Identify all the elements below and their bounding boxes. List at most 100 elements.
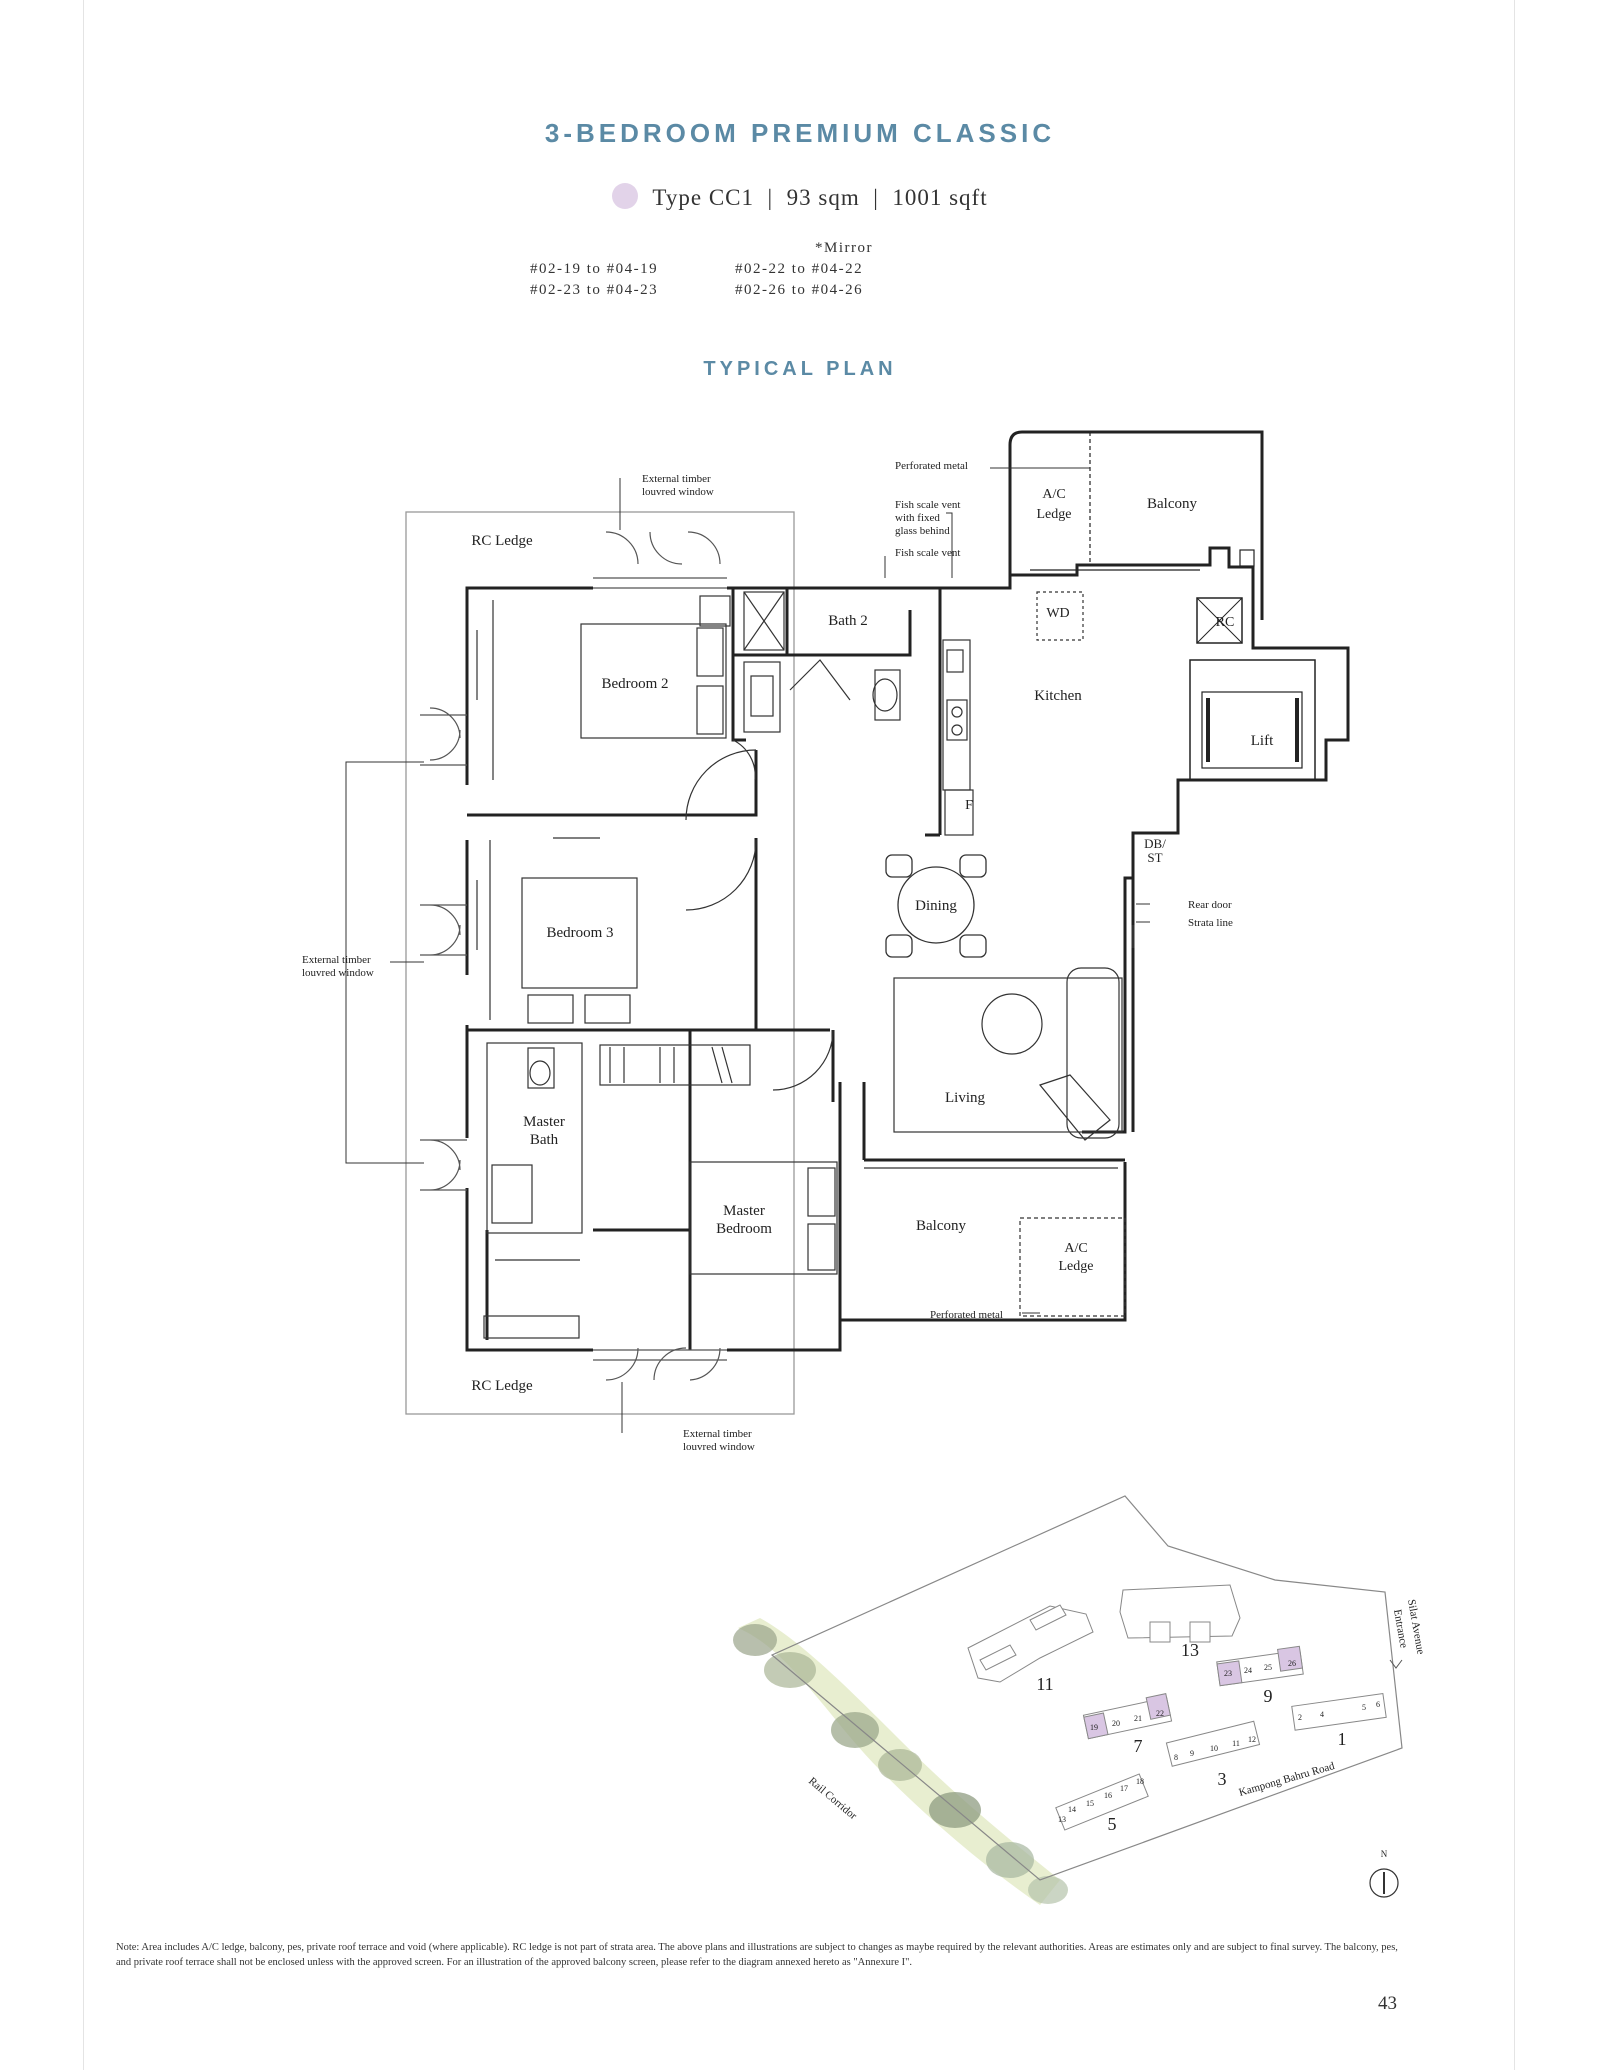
unit-range: #02-19 to #04-19 <box>530 261 659 277</box>
site-boundary <box>770 1495 1403 1881</box>
callout-text: louvred window <box>302 967 374 979</box>
unit-number: 19 <box>1090 1723 1098 1732</box>
callout-text: Perforated metal <box>930 1309 1003 1321</box>
room-labels: Bedroom 2 Bath 2 WD Kitchen Lift RC F DB… <box>471 487 1274 1394</box>
room-label: Kitchen <box>1034 688 1082 704</box>
room-label: Bedroom 3 <box>546 925 613 941</box>
road-label: Entrance <box>1391 1608 1410 1649</box>
lift-core <box>1189 597 1316 781</box>
area-sqft: 1001 sqft <box>892 185 988 210</box>
bedroom2-furniture <box>476 595 731 780</box>
callout-text: louvred window <box>683 1441 755 1453</box>
unit-number: 17 <box>1120 1784 1128 1793</box>
bottom-balcony <box>864 1167 1126 1317</box>
block-number: 7 <box>1134 1736 1143 1756</box>
block-3-footprint <box>1165 1720 1261 1767</box>
mirror-label: *Mirror <box>815 240 873 256</box>
kitchen-fixtures <box>942 591 1084 836</box>
dining-set <box>885 854 987 958</box>
unit-number: 15 <box>1086 1799 1094 1808</box>
page-number: 43 <box>1378 1993 1397 2014</box>
callout-text: Fish scale vent <box>895 547 960 559</box>
top-balcony <box>1008 430 1264 620</box>
bath2-fixtures <box>743 591 901 733</box>
rc-ledge-outline <box>405 511 795 1415</box>
plan-subtitle: TYPICAL PLAN <box>703 358 897 380</box>
room-label: RC Ledge <box>471 533 533 549</box>
unit-number: 20 <box>1112 1719 1120 1728</box>
unit-number: 22 <box>1156 1709 1164 1718</box>
unit-numbers: 23 24 25 26 19 20 21 22 2 4 5 6 8 9 10 1… <box>1058 1659 1380 1824</box>
master-bath-fixtures <box>483 1042 583 1339</box>
unit-number: 25 <box>1264 1663 1272 1672</box>
unit-number: 5 <box>1362 1703 1366 1712</box>
callout-text: Strata line <box>1188 917 1233 929</box>
unit-number: 26 <box>1288 1659 1296 1668</box>
area-sqm: 93 sqm <box>786 185 860 210</box>
road-label: Kampong Bahru Road <box>1238 1760 1337 1799</box>
room-label: Living <box>945 1090 985 1106</box>
callout-text: Fish scale vent <box>895 499 960 511</box>
block-9-footprint <box>1216 1645 1304 1687</box>
block-number: 11 <box>1036 1674 1053 1694</box>
unit-number: 8 <box>1174 1753 1178 1762</box>
room-label: F <box>965 798 973 813</box>
leader-lines <box>345 467 1150 1433</box>
room-label: Dining <box>915 898 957 914</box>
windows <box>420 531 727 1381</box>
callout-text: Perforated metal <box>895 460 968 472</box>
unit-number: 16 <box>1104 1791 1112 1800</box>
page-title: 3-BEDROOM PREMIUM CLASSIC <box>544 118 1056 148</box>
room-label: Ledge <box>1037 507 1072 522</box>
room-label: Balcony <box>916 1218 966 1234</box>
living-furniture <box>893 967 1123 1141</box>
callout-text: External timber <box>683 1428 752 1440</box>
callout-text: louvred window <box>642 486 714 498</box>
block-11-footprint <box>967 1604 1094 1683</box>
unit-type-line: Type CC1 | 93 sqm | 1001 sqft <box>0 183 1600 211</box>
footnote: Note: Area includes A/C ledge, balcony, … <box>116 1942 1398 1968</box>
walls <box>465 546 1350 1352</box>
room-label: Balcony <box>1147 496 1197 512</box>
room-label: DB/ <box>1144 836 1166 851</box>
north-label: N <box>1381 1849 1388 1859</box>
unit-range: #02-22 to #04-22 <box>735 261 864 277</box>
room-label: A/C <box>1042 487 1065 502</box>
block-number: 3 <box>1218 1769 1227 1789</box>
unit-range: #02-26 to #04-26 <box>735 282 864 298</box>
callouts: External timber louvred window External … <box>302 460 1233 1453</box>
room-label: Ledge <box>1059 1259 1094 1274</box>
room-label: ST <box>1147 850 1162 865</box>
callout-text: External timber <box>642 473 711 485</box>
type-color-swatch <box>612 183 639 209</box>
block-numbers: 11 13 9 7 3 1 5 <box>1036 1640 1346 1834</box>
page-sheet <box>84 0 1514 2070</box>
unit-number: 10 <box>1210 1744 1218 1753</box>
unit-number: 11 <box>1232 1739 1240 1748</box>
room-label: Bedroom <box>716 1221 772 1237</box>
block-13-footprint <box>1119 1584 1241 1643</box>
room-label: Bath <box>530 1132 559 1148</box>
block-1-footprint <box>1291 1693 1387 1731</box>
unit-number: 13 <box>1058 1815 1066 1824</box>
room-label: WD <box>1046 606 1069 621</box>
block-number: 13 <box>1181 1640 1199 1660</box>
unit-range: #02-23 to #04-23 <box>530 282 659 298</box>
block-number: 9 <box>1264 1686 1273 1706</box>
room-label: RC <box>1216 615 1235 630</box>
room-label: A/C <box>1064 1241 1087 1256</box>
unit-number: 9 <box>1190 1749 1194 1758</box>
room-label: RC Ledge <box>471 1378 533 1394</box>
bedroom3-furniture <box>476 837 638 1024</box>
unit-number: 4 <box>1320 1710 1324 1719</box>
master-bedroom-furniture <box>599 1044 838 1275</box>
room-label: Bedroom 2 <box>601 676 668 692</box>
block-5-footprint <box>1055 1773 1149 1831</box>
north-arrow-icon: N <box>1369 1849 1399 1898</box>
room-label: Master <box>723 1203 765 1219</box>
callout-text: External timber <box>302 954 371 966</box>
unit-list: #02-19 to #04-19 #02-23 to #04-23 <box>530 238 658 301</box>
block-7-footprint <box>1082 1693 1173 1740</box>
room-label: Lift <box>1251 733 1274 749</box>
unit-number: 24 <box>1244 1666 1252 1675</box>
